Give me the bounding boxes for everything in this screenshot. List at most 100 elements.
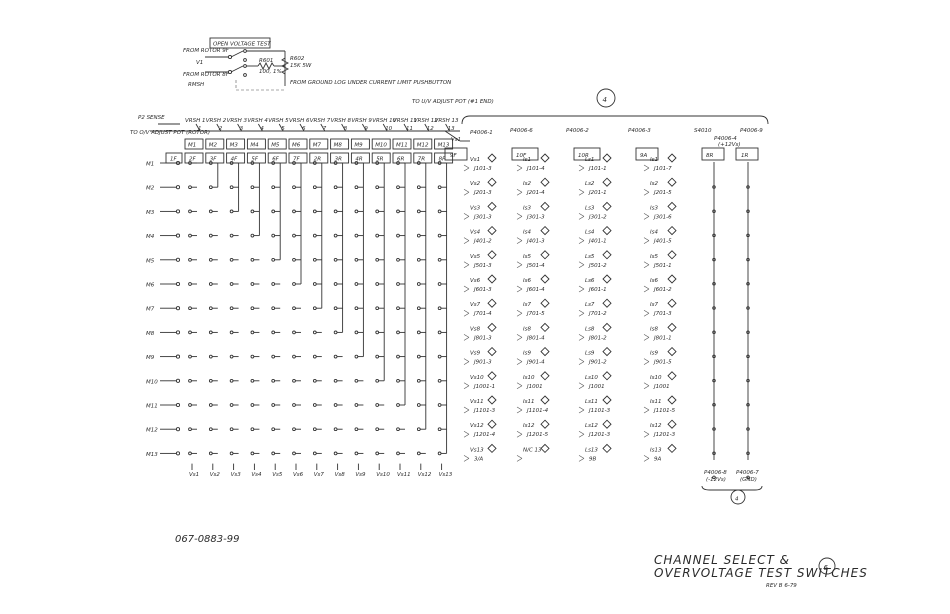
vs-jack-11: J1101-3 bbox=[473, 408, 496, 414]
is2-label-8: Is8 bbox=[650, 326, 658, 332]
vs-label-7: Vs7 bbox=[470, 302, 481, 308]
is2-jack-6: J601-2 bbox=[653, 287, 672, 293]
p4006-3-label: P4006-3 bbox=[628, 128, 651, 134]
row-label-m4: M4 bbox=[146, 234, 155, 240]
to-ov-adjust-label: TO O/V ADJUST POT (ROTOR) bbox=[130, 130, 210, 136]
is-jack-6: J601-4 bbox=[526, 287, 545, 293]
bottom-label-vs6: Vs6 bbox=[293, 472, 304, 478]
is2-jack-5: J501-1 bbox=[653, 263, 672, 269]
ls-jack-8: J801-2 bbox=[588, 335, 607, 341]
p4006-9-label: P4006-9 bbox=[740, 128, 763, 134]
is2-label-4: Is4 bbox=[650, 230, 658, 236]
marker-diamond bbox=[602, 250, 612, 260]
vrsh-number-8: 8 bbox=[344, 126, 348, 132]
is2-label-1: Is1 bbox=[650, 157, 658, 163]
is-jack-7: J701-5 bbox=[526, 311, 545, 317]
bottom-label-vs3: Vs3 bbox=[231, 472, 242, 478]
marker-diamond bbox=[540, 250, 550, 260]
marker-diamond bbox=[487, 322, 497, 333]
is2-label-13: Is13 bbox=[650, 447, 662, 453]
is-jack-12: J1201-5 bbox=[526, 432, 549, 438]
marker-diamond bbox=[667, 201, 677, 212]
callout-top-number: 4 bbox=[603, 96, 607, 104]
vs-jack-4: J401-2 bbox=[473, 239, 492, 245]
is-label-11: Is11 bbox=[523, 399, 535, 405]
p4006-4-sub: (+12Vs) bbox=[718, 142, 741, 148]
marker-diamond bbox=[667, 346, 677, 357]
row-label-m13: M13 bbox=[146, 452, 158, 458]
vs-jack-8: J801-3 bbox=[473, 335, 492, 341]
marker-diamond bbox=[602, 177, 612, 187]
vs-jack-6: J601-3 bbox=[473, 287, 492, 293]
vrsh-label-12: VRSH 12 bbox=[414, 118, 438, 124]
is2-jack-10: J1001 bbox=[653, 384, 670, 390]
marker-diamond bbox=[540, 395, 550, 405]
vrsh-number-1: 1 bbox=[198, 126, 202, 132]
open-voltage-test-title-box bbox=[209, 37, 271, 49]
is-jack-3: J301-3 bbox=[526, 214, 545, 220]
p4006-6-label: P4006-6 bbox=[510, 128, 533, 134]
is2-jack-12: J1201-3 bbox=[653, 432, 676, 438]
first-row-term-9: 3R bbox=[335, 157, 342, 163]
first-row-term-8: 2R bbox=[314, 157, 321, 163]
row-label-m7: M7 bbox=[146, 307, 155, 313]
ls-label-6: Ls6 bbox=[585, 278, 595, 284]
vrsh-label-8: VRSH 8 bbox=[331, 118, 352, 124]
vs-jack-1: J101-3 bbox=[473, 166, 492, 172]
bottom-label-vs7: Vs7 bbox=[314, 472, 325, 478]
marker-diamond bbox=[667, 298, 677, 308]
sheet-callout-circle bbox=[818, 557, 836, 575]
ls-label-2: Ls2 bbox=[585, 181, 595, 187]
row-label-m11: M11 bbox=[146, 404, 158, 410]
is-jack-1: J101-4 bbox=[526, 166, 545, 172]
marker-diamond bbox=[667, 443, 677, 454]
col-header-12: M12 bbox=[417, 143, 429, 149]
is-label-9: Is9 bbox=[523, 351, 531, 357]
first-row-term-14: 8F bbox=[439, 157, 446, 163]
vs-jack-9: J901-3 bbox=[473, 360, 492, 366]
first-row-term-10: 4R bbox=[355, 157, 362, 163]
row-input-m1 bbox=[175, 160, 181, 166]
marker-diamond bbox=[487, 153, 497, 163]
marker-diamond bbox=[602, 153, 612, 163]
vrsh-number-10: 10 bbox=[385, 126, 392, 132]
vrsh-number-13: 13 bbox=[448, 126, 455, 132]
term-1r: 1R bbox=[741, 153, 748, 159]
is-jack-8: J801-4 bbox=[526, 335, 545, 341]
marker-diamond bbox=[602, 419, 612, 429]
ls-jack-13: 9B bbox=[589, 456, 596, 462]
is2-label-9: Is9 bbox=[650, 351, 658, 357]
ls-label-1: Ls1 bbox=[585, 157, 594, 163]
vrsh-number-7: 7 bbox=[323, 126, 327, 132]
vrsh-number-2: 2 bbox=[219, 126, 223, 132]
marker-diamond bbox=[487, 177, 497, 187]
marker-diamond bbox=[540, 346, 550, 357]
first-row-term-7: 7F bbox=[293, 157, 300, 163]
title-line-2: OVERVOLTAGE TEST SWITCHES bbox=[654, 566, 868, 580]
p4006-8-label: P4006-8 bbox=[704, 470, 727, 476]
marker-diamond bbox=[540, 177, 550, 187]
row-label-m12: M12 bbox=[146, 428, 158, 434]
ls-jack-3: J301-2 bbox=[588, 214, 607, 220]
vrsh-label-2: VRSH 2 bbox=[206, 118, 227, 124]
is2-jack-4: J401-5 bbox=[653, 239, 672, 245]
vrsh-number-9: 9 bbox=[364, 126, 368, 132]
vrsh-label-10: VRSH 10 bbox=[372, 118, 396, 124]
ls-label-3: Ls3 bbox=[585, 205, 595, 211]
row-label-m9: M9 bbox=[146, 355, 155, 361]
is-label-4: Is4 bbox=[523, 230, 531, 236]
is2-label-6: Is6 bbox=[650, 278, 658, 284]
ls-jack-10: J1001 bbox=[588, 384, 605, 390]
vrsh-label-1: VRSH 1 bbox=[185, 118, 205, 124]
sheet-callout-number: 6 bbox=[824, 564, 829, 572]
marker-diamond bbox=[540, 201, 550, 212]
marker-diamond bbox=[487, 250, 497, 260]
col-header-5: M5 bbox=[271, 143, 280, 149]
vrsh-number-6: 6 bbox=[302, 126, 306, 132]
marker-diamond bbox=[602, 395, 612, 405]
bottom-label-vs9: Vs9 bbox=[355, 472, 366, 478]
revision: REV B 6-79 bbox=[766, 583, 797, 589]
col-header-box-3 bbox=[226, 138, 246, 150]
from-rotor-9f-label: FROM ROTOR 9F bbox=[183, 48, 230, 54]
first-row-term-1: 1F bbox=[170, 157, 177, 163]
